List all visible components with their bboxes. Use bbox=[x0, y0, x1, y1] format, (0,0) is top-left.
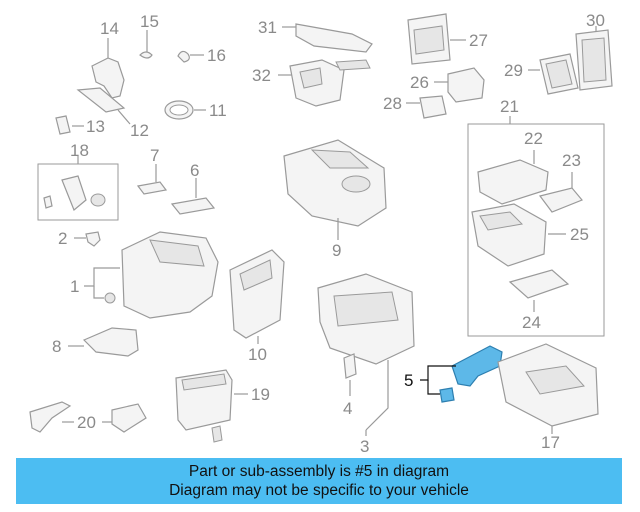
callout-11: 11 bbox=[209, 101, 227, 120]
callout-22: 22 bbox=[524, 129, 543, 148]
callout-24: 24 bbox=[522, 313, 541, 332]
parts-diagram: 14 15 16 12 11 13 18 bbox=[29, 11, 613, 456]
part-5[interactable]: 5 bbox=[404, 345, 503, 403]
callout-32: 32 bbox=[252, 66, 271, 85]
part-4: 4 bbox=[343, 353, 357, 418]
callout-20: 20 bbox=[77, 413, 96, 432]
part-15: 15 bbox=[139, 12, 159, 59]
callout-19: 19 bbox=[251, 385, 270, 404]
part-32: 32 bbox=[252, 59, 371, 107]
part-1: 1 bbox=[70, 231, 219, 319]
callout-12: 12 bbox=[130, 121, 149, 140]
callout-1: 1 bbox=[70, 277, 79, 296]
callout-9: 9 bbox=[332, 241, 341, 260]
part-30: 30 bbox=[575, 11, 613, 91]
part-20: 20 bbox=[29, 401, 147, 433]
part-7: 7 bbox=[136, 146, 168, 195]
part-19: 19 bbox=[175, 369, 270, 443]
part-25: 25 bbox=[471, 203, 589, 267]
part-16: 16 bbox=[177, 46, 226, 65]
callout-21: 21 bbox=[500, 97, 519, 116]
callout-5: 5 bbox=[404, 371, 413, 390]
callout-29: 29 bbox=[504, 61, 523, 80]
part-26: 26 bbox=[410, 67, 485, 103]
callout-2: 2 bbox=[58, 229, 67, 248]
part-17: 17 bbox=[497, 343, 599, 452]
part-14: 14 bbox=[91, 19, 125, 99]
part-31: 31 bbox=[258, 18, 373, 53]
callout-8: 8 bbox=[52, 337, 61, 356]
banner-line-disclaimer: Diagram may not be specific to your vehi… bbox=[169, 482, 469, 499]
part-28: 28 bbox=[383, 94, 447, 119]
callout-25: 25 bbox=[570, 225, 589, 244]
part-21: 21 bbox=[467, 97, 605, 337]
part-22: 22 bbox=[477, 129, 549, 205]
part-12: 12 bbox=[76, 87, 149, 140]
callout-13: 13 bbox=[86, 117, 105, 136]
callout-30: 30 bbox=[586, 11, 605, 30]
callout-27: 27 bbox=[469, 31, 488, 50]
callout-10: 10 bbox=[248, 345, 267, 364]
part-9: 9 bbox=[283, 139, 387, 260]
part-27: 27 bbox=[407, 13, 488, 65]
part-23: 23 bbox=[538, 151, 583, 213]
callout-31: 31 bbox=[258, 18, 277, 37]
part-3: 3 bbox=[317, 273, 415, 456]
part-13: 13 bbox=[55, 115, 105, 136]
callout-17: 17 bbox=[541, 433, 560, 452]
part-11: 11 bbox=[164, 100, 227, 120]
callout-3: 3 bbox=[360, 437, 369, 456]
callout-7: 7 bbox=[150, 146, 159, 165]
part-6: 6 bbox=[170, 161, 216, 215]
callout-4: 4 bbox=[343, 399, 352, 418]
banner-line-part-number: Part or sub-assembly is #5 in diagram bbox=[188, 463, 450, 480]
part-10: 10 bbox=[229, 249, 285, 364]
callout-28: 28 bbox=[383, 94, 402, 113]
callout-14: 14 bbox=[100, 19, 119, 38]
callout-16: 16 bbox=[207, 46, 226, 65]
callout-18: 18 bbox=[70, 141, 89, 160]
callout-6: 6 bbox=[190, 161, 199, 180]
callout-15: 15 bbox=[140, 12, 159, 31]
part-24: 24 bbox=[508, 269, 570, 332]
part-29: 29 bbox=[504, 53, 579, 95]
info-banner: Part or sub-assembly is #5 in diagram Di… bbox=[16, 458, 622, 504]
callout-23: 23 bbox=[562, 151, 581, 170]
part-18: 18 bbox=[37, 141, 119, 221]
part-2: 2 bbox=[58, 229, 101, 248]
callout-26: 26 bbox=[410, 73, 429, 92]
part-8: 8 bbox=[52, 327, 139, 357]
